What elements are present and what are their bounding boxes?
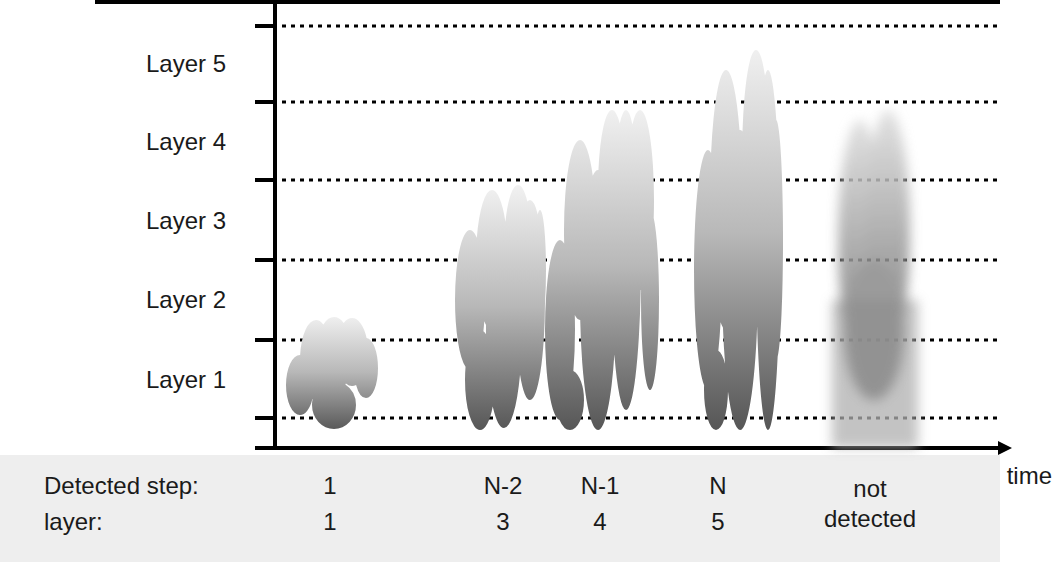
row-heading: Detected step: [44,471,199,501]
layer-value: 1 [323,507,336,537]
layer-label: Layer 2 [146,285,226,315]
layer-value: 4 [593,507,606,537]
step-value: N-1 [581,471,620,501]
step-value: N [709,471,726,501]
layer-label: Layer 5 [146,49,226,79]
row-heading: layer: [44,507,103,537]
axis-label: time [1007,461,1052,491]
layer-value: 3 [496,507,509,537]
layer-label: Layer 4 [146,127,226,157]
step-value: N-2 [484,471,523,501]
layer-value: 5 [711,507,724,537]
layer-label: Layer 1 [146,365,226,395]
step-value: 1 [323,471,336,501]
layer-label: Layer 3 [146,206,226,236]
status-label: not detected [818,474,922,534]
